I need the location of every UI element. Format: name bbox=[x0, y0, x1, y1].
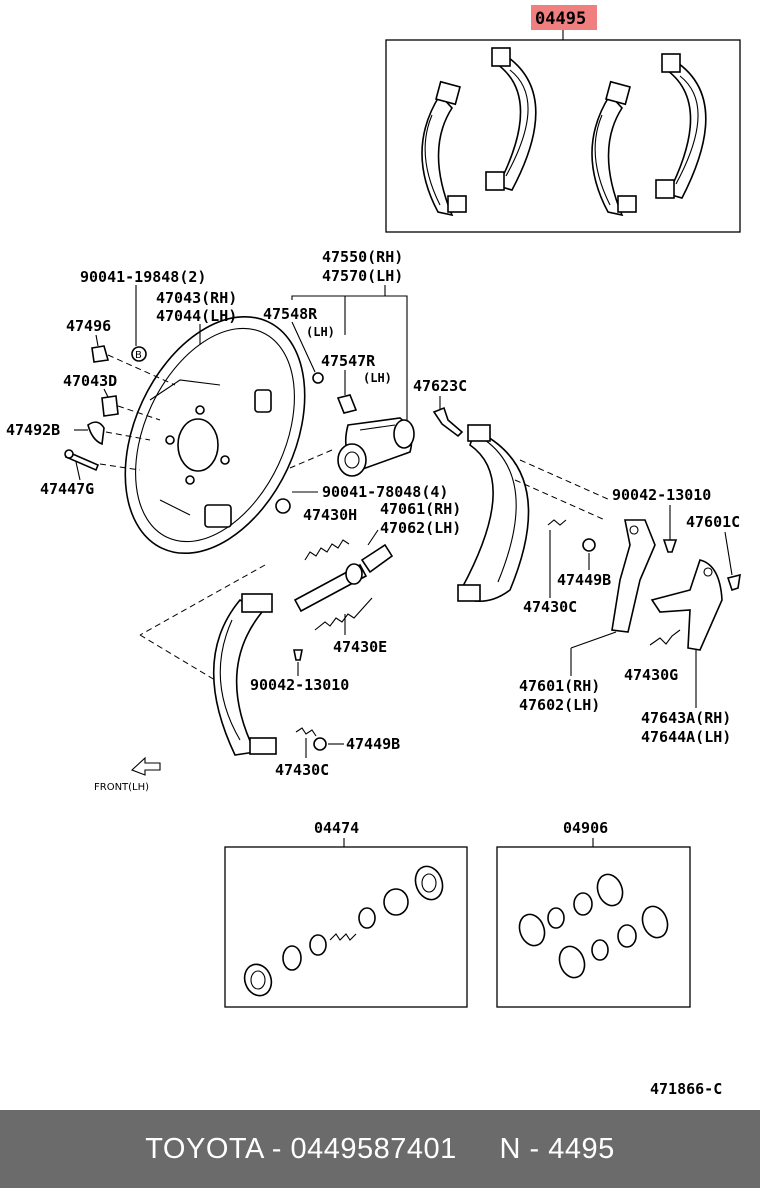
label-47643a: 47643A(RH) bbox=[641, 709, 731, 727]
wheel-cylinder-illustration bbox=[337, 417, 415, 477]
label-47492b: 47492B bbox=[6, 421, 60, 439]
clip-90042-left-icon bbox=[293, 649, 303, 661]
spring-47430c-left-icon bbox=[295, 727, 317, 737]
parts-diagram: 04495 B bbox=[6, 5, 741, 1098]
kit-04906-label: 04906 bbox=[563, 819, 608, 837]
spring-47430c-right-icon bbox=[547, 519, 567, 526]
label-47570: 47570(LH) bbox=[322, 267, 403, 285]
kit-04474-label: 04474 bbox=[314, 819, 359, 837]
front-arrow-icon bbox=[130, 756, 161, 776]
label-47547r: 47547R bbox=[321, 352, 376, 370]
bolt-90041-78048-icon bbox=[275, 498, 291, 514]
cup-kit-illustration bbox=[518, 873, 669, 979]
marker-b-circle bbox=[131, 346, 147, 362]
washer-47449b-left-icon bbox=[313, 737, 327, 751]
label-90042-13010-right: 90042-13010 bbox=[612, 486, 711, 504]
label-47601: 47601(RH) bbox=[519, 677, 600, 695]
right-brake-shoe-illustration bbox=[457, 424, 530, 603]
clip-90042-icon bbox=[662, 539, 678, 553]
label-47044: 47044(LH) bbox=[156, 307, 237, 325]
label-47449b-right: 47449B bbox=[557, 571, 611, 589]
adjuster-bolt-icon bbox=[432, 406, 464, 438]
footer-bar: TOYOTA - 0449587401 N - 4495 bbox=[0, 1110, 760, 1188]
small-parts-left bbox=[64, 345, 119, 472]
label-47644a: 47644A(LH) bbox=[641, 728, 731, 746]
label-47548r: 47548R bbox=[263, 305, 318, 323]
front-label: FRONT(LH) bbox=[94, 782, 149, 793]
label-47430e: 47430E bbox=[333, 638, 387, 656]
label-47601c: 47601C bbox=[686, 513, 740, 531]
kit-04495-highlight bbox=[531, 5, 597, 30]
label-47547r-lh: (LH) bbox=[363, 371, 392, 385]
label-47602: 47602(LH) bbox=[519, 696, 600, 714]
parking-lever-illustration bbox=[611, 519, 723, 651]
label-47061: 47061(RH) bbox=[380, 500, 461, 518]
spring-47430g-icon bbox=[649, 629, 681, 646]
label-47496: 47496 bbox=[66, 317, 111, 335]
spring-47430e-icon bbox=[314, 597, 373, 631]
kit-04906-box bbox=[496, 846, 691, 1008]
footer-part-info: TOYOTA - 0449587401 N - 4495 bbox=[145, 1132, 615, 1165]
label-47550: 47550(RH) bbox=[322, 248, 403, 266]
label-47430h: 47430H bbox=[303, 506, 357, 524]
illustration-number: 471866-C bbox=[650, 1080, 722, 1098]
label-47043: 47043(RH) bbox=[156, 289, 237, 307]
left-brake-shoe-illustration bbox=[212, 593, 277, 756]
label-47430c-left: 47430C bbox=[275, 761, 329, 779]
bleeder-plug-icon bbox=[336, 394, 358, 414]
label-47043d: 47043D bbox=[63, 372, 117, 390]
washer-47601c-icon bbox=[726, 573, 741, 592]
label-47449b-left: 47449B bbox=[346, 735, 400, 753]
brake-shoe-set-illustration bbox=[421, 47, 707, 217]
kit-04495-label: 04495 bbox=[535, 9, 586, 29]
label-47430g: 47430G bbox=[624, 666, 678, 684]
label-47447g: 47447G bbox=[40, 480, 94, 498]
kit-04495-box bbox=[385, 39, 741, 233]
label-90042-13010-left: 90042-13010 bbox=[250, 676, 349, 694]
backing-plate-illustration bbox=[124, 315, 306, 555]
bleeder-cap-icon bbox=[312, 372, 324, 384]
wheel-cylinder-kit-illustration bbox=[243, 865, 444, 997]
adjuster-strut-illustration bbox=[293, 543, 394, 613]
label-90041-19848: 90041-19848(2) bbox=[80, 268, 206, 286]
label-47623c: 47623C bbox=[413, 377, 467, 395]
kit-04474-box bbox=[224, 846, 468, 1008]
label-47430c-right: 47430C bbox=[523, 598, 577, 616]
label-47548r-lh: (LH) bbox=[306, 325, 335, 339]
spring-47430h-icon bbox=[304, 539, 350, 561]
label-47062: 47062(LH) bbox=[380, 519, 461, 537]
marker-b: B bbox=[135, 350, 142, 361]
washer-47449b-right-icon bbox=[582, 538, 596, 552]
label-90041-78048: 90041-78048(4) bbox=[322, 483, 448, 501]
